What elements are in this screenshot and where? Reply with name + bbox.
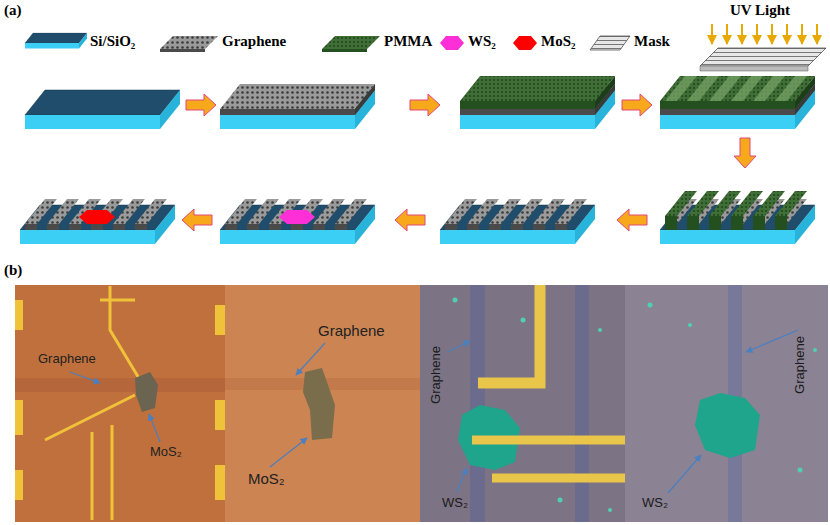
panel-label: (b) <box>4 262 22 279</box>
material-label: Graphene <box>429 346 444 404</box>
uv-exposure <box>712 24 817 44</box>
light-label: UV Light <box>730 2 790 19</box>
process-row <box>20 191 815 244</box>
material-label: WS₂ <box>442 496 468 511</box>
material-label: WS₂ <box>642 496 668 511</box>
legend-label: Mask <box>634 33 670 50</box>
micrograph <box>420 285 625 522</box>
legend-samples <box>25 33 630 52</box>
process-row <box>25 76 815 168</box>
legend-label: Graphene <box>222 33 286 50</box>
material-label: Graphene <box>793 336 808 394</box>
legend-label: Si/SiO₂ <box>90 33 135 50</box>
legend-label: PMMA <box>384 33 432 50</box>
micrograph <box>625 285 828 522</box>
legend-label: WS₂ <box>468 33 496 50</box>
material-label: Graphene <box>318 322 385 339</box>
legend-label: MoS₂ <box>541 33 576 50</box>
material-label: MoS₂ <box>150 445 182 460</box>
material-label: Graphene <box>38 352 96 367</box>
panel-label: (a) <box>4 2 22 19</box>
micrograph <box>225 285 420 522</box>
material-label: MoS₂ <box>248 470 285 487</box>
micrograph <box>15 285 225 522</box>
